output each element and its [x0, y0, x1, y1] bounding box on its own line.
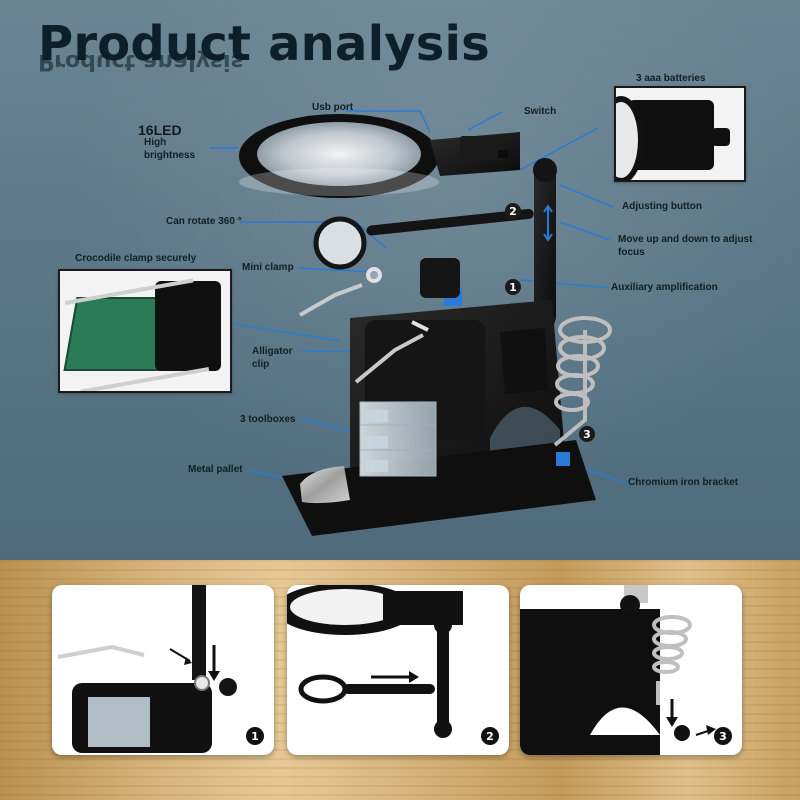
label-rotate-360: Can rotate 360 °	[166, 216, 242, 227]
label-chromium-iron-bracket: Chromium iron bracket	[628, 477, 739, 488]
label-metal-pallet: Metal pallet	[188, 464, 243, 475]
crocodile-clamp-inset	[58, 269, 232, 393]
step-card-1: 1	[52, 585, 274, 755]
step-2-illustration	[287, 585, 463, 738]
label-crocodile-clamp: Crocodile clamp securely	[75, 253, 197, 264]
product-illustration	[210, 110, 627, 536]
step-1-badge: 1	[246, 727, 264, 745]
base-unit	[282, 258, 596, 536]
magnifier-head	[239, 114, 520, 198]
label-mini-clamp: Mini clamp	[242, 262, 294, 273]
battery-knob	[712, 128, 730, 146]
label-3-toolboxes: 3 toolboxes	[240, 414, 296, 425]
marker-3: 3	[579, 426, 595, 442]
battery-inset	[614, 86, 746, 182]
label-switch: Switch	[524, 106, 557, 117]
iron-bracket	[553, 316, 612, 466]
crocodile-tools	[155, 281, 221, 371]
label-batteries: 3 aaa batteries	[636, 73, 706, 84]
marker-2: 2	[505, 203, 521, 219]
step-card-3: 3	[520, 585, 742, 755]
step-3-illustration	[520, 585, 716, 755]
label-move-up-down: Move up and down to adjust focus	[618, 234, 753, 258]
label-alligator-clip: Alligator clip	[252, 346, 293, 370]
step-card-2: 2	[287, 585, 509, 755]
label-high-brightness: High brightness	[144, 137, 196, 161]
label-auxiliary: Auxiliary amplification	[611, 282, 718, 293]
label-16led: 16LED	[138, 122, 182, 138]
crocodile-clip-lines	[64, 278, 210, 391]
alligator-clips	[299, 267, 429, 384]
step-1-illustration	[57, 585, 237, 753]
step-3-badge: 3	[714, 727, 732, 745]
label-usb-port: Usb port	[312, 102, 354, 113]
label-adjusting-button: Adjusting button	[622, 201, 702, 212]
page-title: Product analysis	[38, 16, 490, 72]
auxiliary-magnifier	[313, 208, 534, 270]
step-2-badge: 2	[481, 727, 499, 745]
marker-1: 1	[505, 279, 521, 295]
